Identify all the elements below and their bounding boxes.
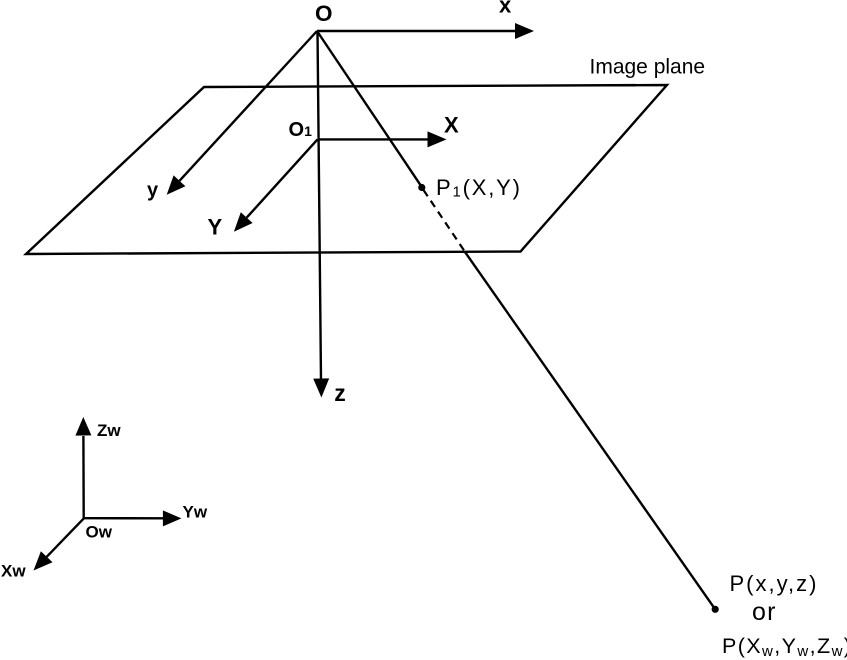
- svg-text:or: or: [752, 598, 777, 626]
- svg-text:P1(X,Y): P1(X,Y): [436, 175, 522, 201]
- svg-text:z: z: [334, 380, 346, 406]
- svg-text:X: X: [444, 112, 459, 137]
- svg-text:y: y: [147, 180, 159, 202]
- svg-text:Xw: Xw: [1, 562, 26, 581]
- svg-text:Yw: Yw: [183, 503, 208, 522]
- svg-text:P(x,y,z): P(x,y,z): [730, 571, 819, 596]
- svg-text:Y: Y: [208, 214, 223, 239]
- svg-text:O: O: [315, 1, 333, 26]
- svg-text:Ow: Ow: [86, 522, 113, 541]
- svg-text:Zw: Zw: [97, 421, 121, 440]
- svg-text:Image plane: Image plane: [590, 56, 706, 79]
- svg-text:x: x: [499, 0, 512, 18]
- svg-text:O1: O1: [289, 119, 313, 141]
- svg-text:P(Xw,Yw,Zw): P(Xw,Yw,Zw): [722, 634, 847, 660]
